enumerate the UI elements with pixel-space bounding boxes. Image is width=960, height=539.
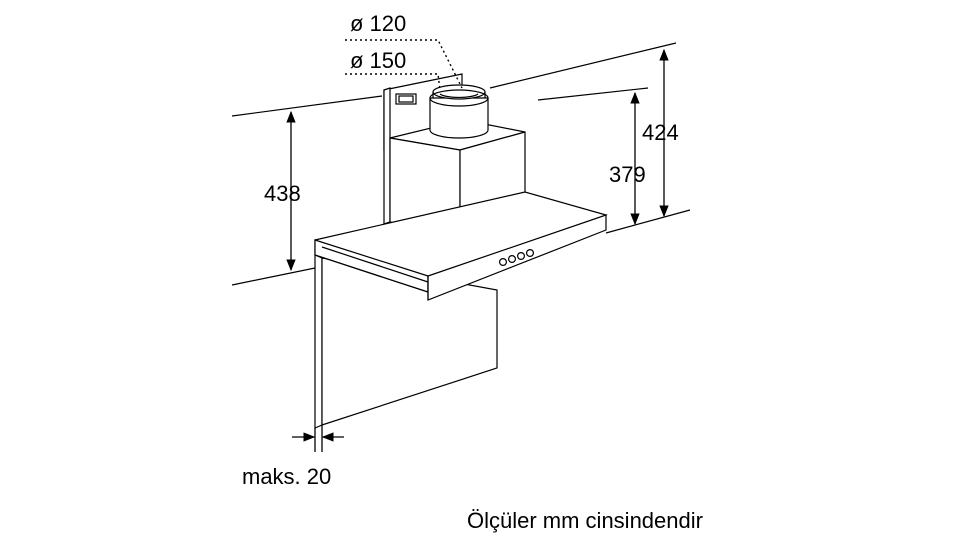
diameter-leader-lines: [345, 39, 463, 91]
ceiling-reference-line: [231, 42, 677, 117]
control-buttons: [499, 249, 534, 267]
height-438-label: 438: [264, 181, 301, 206]
diameter-120-label: ø 120: [350, 11, 406, 36]
hood-canopy: [314, 191, 608, 301]
wall-panel: [314, 254, 498, 429]
height-379-label: 379: [609, 162, 646, 187]
units-caption: Ölçüler mm cinsindendir: [467, 508, 703, 533]
height-424-label: 424: [642, 120, 679, 145]
diameter-150-label: ø 150: [350, 48, 406, 73]
duct-connector: [429, 84, 489, 139]
wall-gap-label: maks. 20: [242, 464, 331, 489]
dimension-arrows: [286, 48, 669, 452]
hood-top-reference-line: [231, 87, 691, 286]
